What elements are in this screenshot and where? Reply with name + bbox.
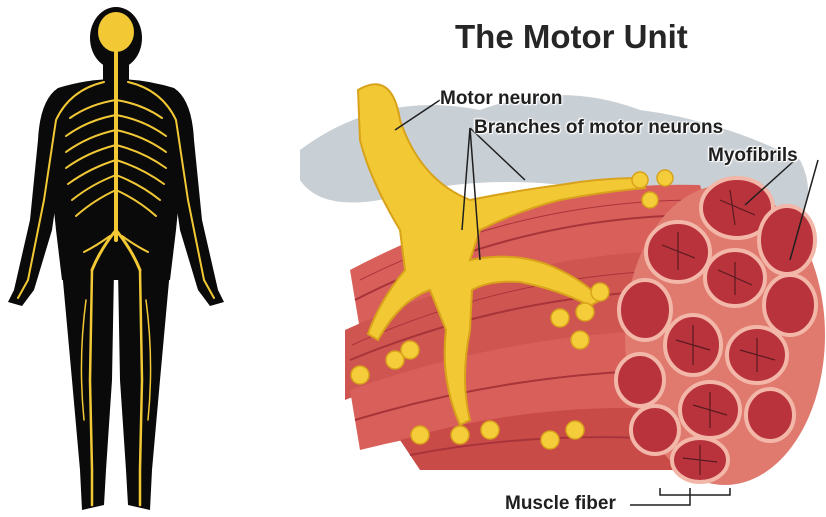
- diagram-title: The Motor Unit: [455, 18, 688, 56]
- label-myofibrils: Myofibrils: [708, 145, 798, 167]
- label-muscle-fiber: Muscle fiber: [505, 493, 616, 515]
- label-motor-neuron: Motor neuron: [440, 88, 562, 110]
- label-branches-of-motor-neurons: Branches of motor neurons: [474, 117, 723, 139]
